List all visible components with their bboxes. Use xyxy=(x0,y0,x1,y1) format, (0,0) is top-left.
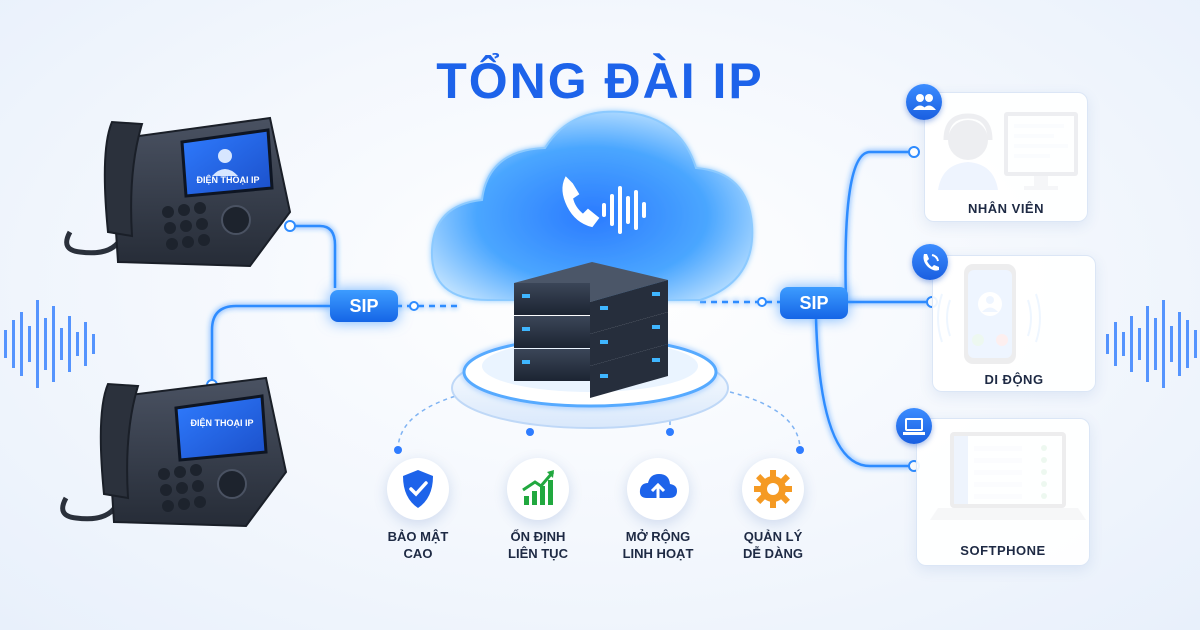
server-stack xyxy=(514,262,668,398)
users-icon xyxy=(906,84,942,120)
line-sip-staff xyxy=(844,150,912,303)
connection-lines xyxy=(210,150,932,468)
sip-badge-left: SIP xyxy=(330,290,398,322)
feature-label: CAO xyxy=(403,546,433,561)
feature-connectors xyxy=(397,391,801,451)
endpoint-card-staff: NHÂN VIÊN xyxy=(924,92,1088,222)
feature-security: BẢO MẬT CAO xyxy=(353,458,483,562)
feature-connector-dots xyxy=(394,428,804,454)
shield-check-icon xyxy=(387,458,449,520)
gear-icon xyxy=(742,458,804,520)
feature-label: BẢO MẬT xyxy=(387,529,449,544)
feature-management: QUẢN LÝ DỄ DÀNG xyxy=(708,458,838,562)
phone-wave-icon xyxy=(562,176,646,234)
sip-badge-right: SIP xyxy=(780,287,848,319)
feature-label: MỞ RỘNG xyxy=(625,529,691,544)
feature-label: LIÊN TỤC xyxy=(508,546,568,561)
cloud xyxy=(430,110,754,301)
laptop-icon xyxy=(896,408,932,444)
line-phone2-sip xyxy=(210,304,330,385)
feature-label: QUẢN LÝ xyxy=(743,529,803,544)
left-sound-wave xyxy=(4,300,95,388)
line-sip-softphone xyxy=(814,317,912,468)
ip-phone-bottom: ĐIỆN THOẠI IP xyxy=(60,376,288,528)
ip-phone-top: ĐIỆN THOẠI IP xyxy=(64,116,292,268)
feature-label: ỔN ĐỊNH xyxy=(510,529,566,544)
endpoint-label: SOFTPHONE xyxy=(960,543,1046,558)
line-phone1-sip xyxy=(290,224,337,288)
feature-label: LINH HOẠT xyxy=(622,546,694,561)
feature-scalability: MỞ RỘNG LINH HOẠT xyxy=(593,458,723,562)
page-title: TỔNG ĐÀI IP xyxy=(436,53,764,109)
feature-label: DỄ DÀNG xyxy=(743,546,803,561)
endpoint-card-mobile: DI ĐỘNG xyxy=(932,255,1096,392)
endpoint-label: DI ĐỘNG xyxy=(984,372,1044,387)
endpoint-card-softphone: SOFTPHONE xyxy=(916,418,1090,566)
feature-stability: ỔN ĐỊNH LIÊN TỤC xyxy=(473,458,603,562)
right-sound-wave xyxy=(1106,300,1197,388)
phone-screen-label: ĐIỆN THOẠI IP xyxy=(190,417,253,428)
growth-chart-icon xyxy=(507,458,569,520)
cloud-upload-icon xyxy=(627,458,689,520)
endpoint-label: NHÂN VIÊN xyxy=(967,201,1044,216)
phone-screen-label: ĐIỆN THOẠI IP xyxy=(196,174,259,185)
phone-call-icon xyxy=(912,244,948,280)
